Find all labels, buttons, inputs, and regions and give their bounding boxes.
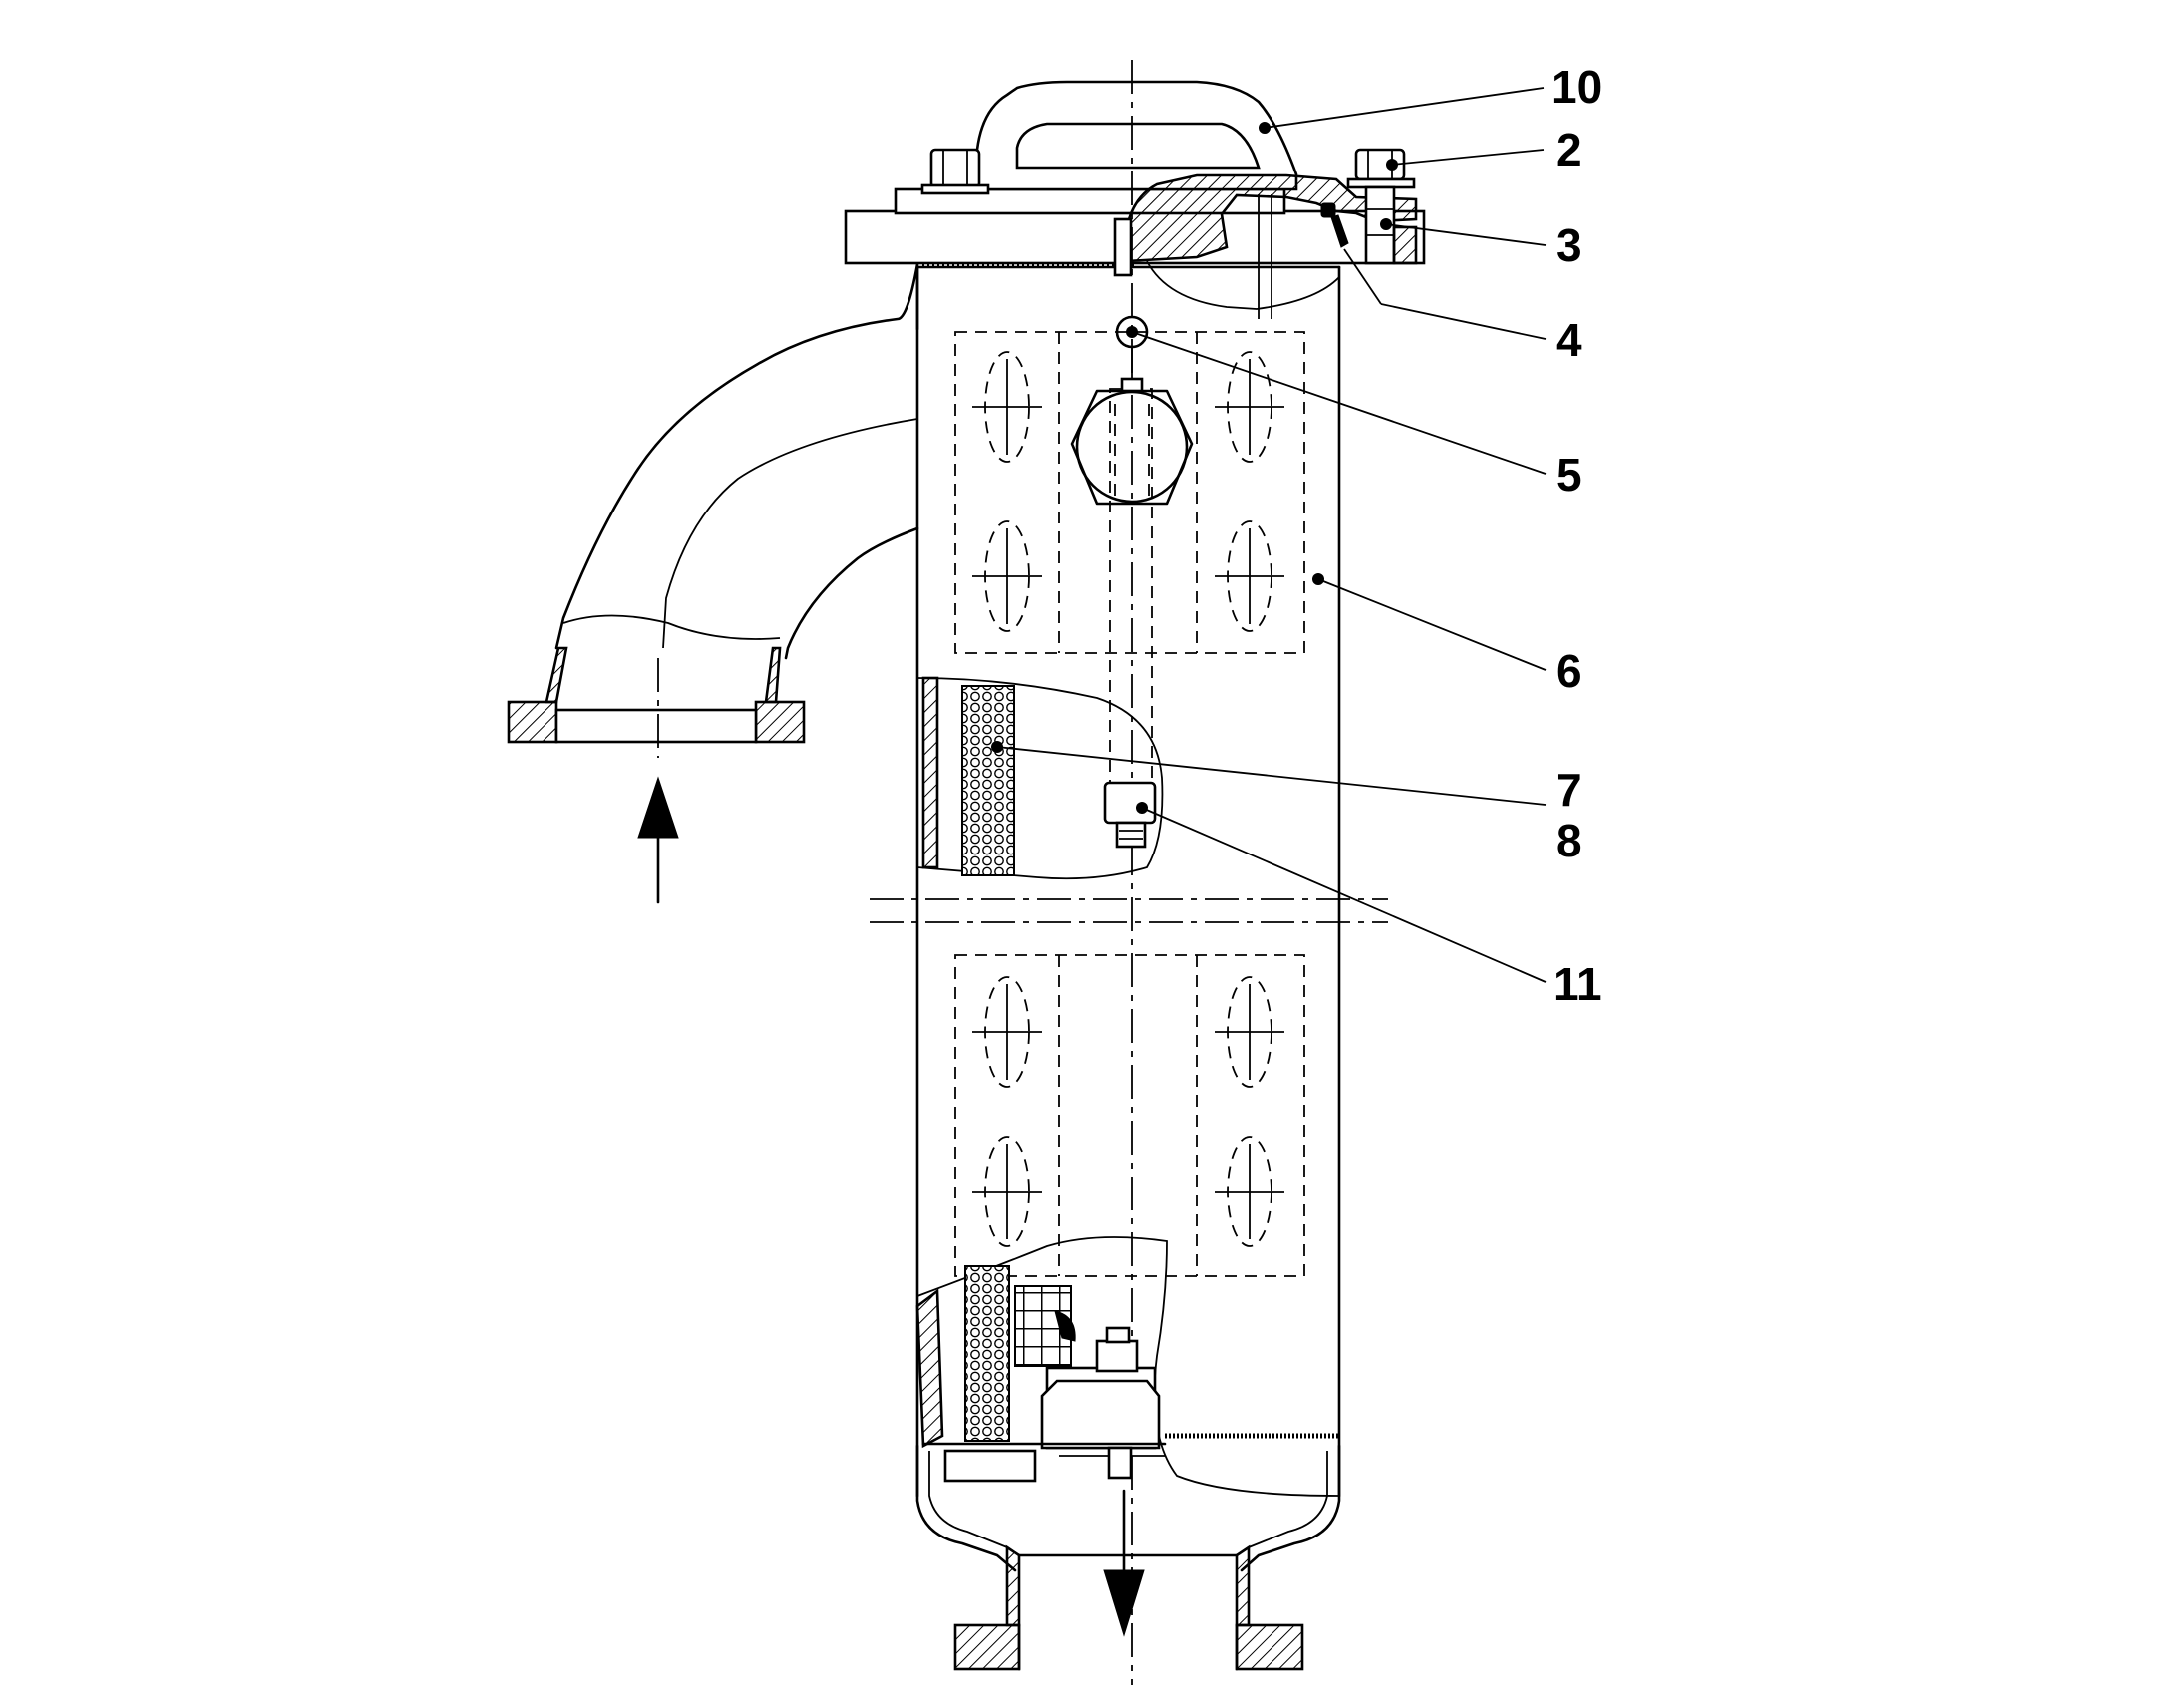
callout-label-2: 2: [1556, 124, 1582, 175]
filter-element-upper: [954, 331, 1305, 654]
callout-label-11: 11: [1553, 958, 1602, 1010]
filter-slots: [972, 351, 1284, 1247]
callout-label-7: 7: [1556, 764, 1582, 816]
callout-label-6: 6: [1556, 645, 1582, 697]
section-break-lines: [870, 898, 1388, 923]
callout-label-8: 8: [1556, 815, 1582, 866]
rod-end: [1103, 781, 1157, 849]
outlet-flow-arrow: [1103, 1489, 1145, 1637]
seal-ring: [1320, 202, 1349, 248]
upper-cutaway: [916, 676, 1164, 880]
inlet-flow-arrow: [637, 658, 679, 904]
lower-cutaway: [915, 1236, 1340, 1497]
hex-nut: [1070, 377, 1194, 506]
inlet-elbow: [554, 262, 919, 660]
callout-label-10: 10: [1551, 61, 1602, 113]
callout-label-5: 5: [1556, 449, 1582, 501]
callout-label-4: 4: [1556, 314, 1582, 366]
bolt-left: [920, 148, 990, 195]
cover-section-hatched: [1113, 173, 1418, 319]
callout-labels: 10 2 3 4 5 6 7 8 11: [1551, 61, 1602, 1010]
outlet-nozzle: [953, 1544, 1304, 1671]
inlet-flange: [507, 646, 806, 744]
bolt-right: [1346, 148, 1418, 265]
filter-element-lower: [954, 954, 1305, 1277]
callout-leaders: [991, 87, 1547, 983]
cover-handle: [975, 80, 1298, 191]
callout-label-3: 3: [1556, 219, 1582, 271]
